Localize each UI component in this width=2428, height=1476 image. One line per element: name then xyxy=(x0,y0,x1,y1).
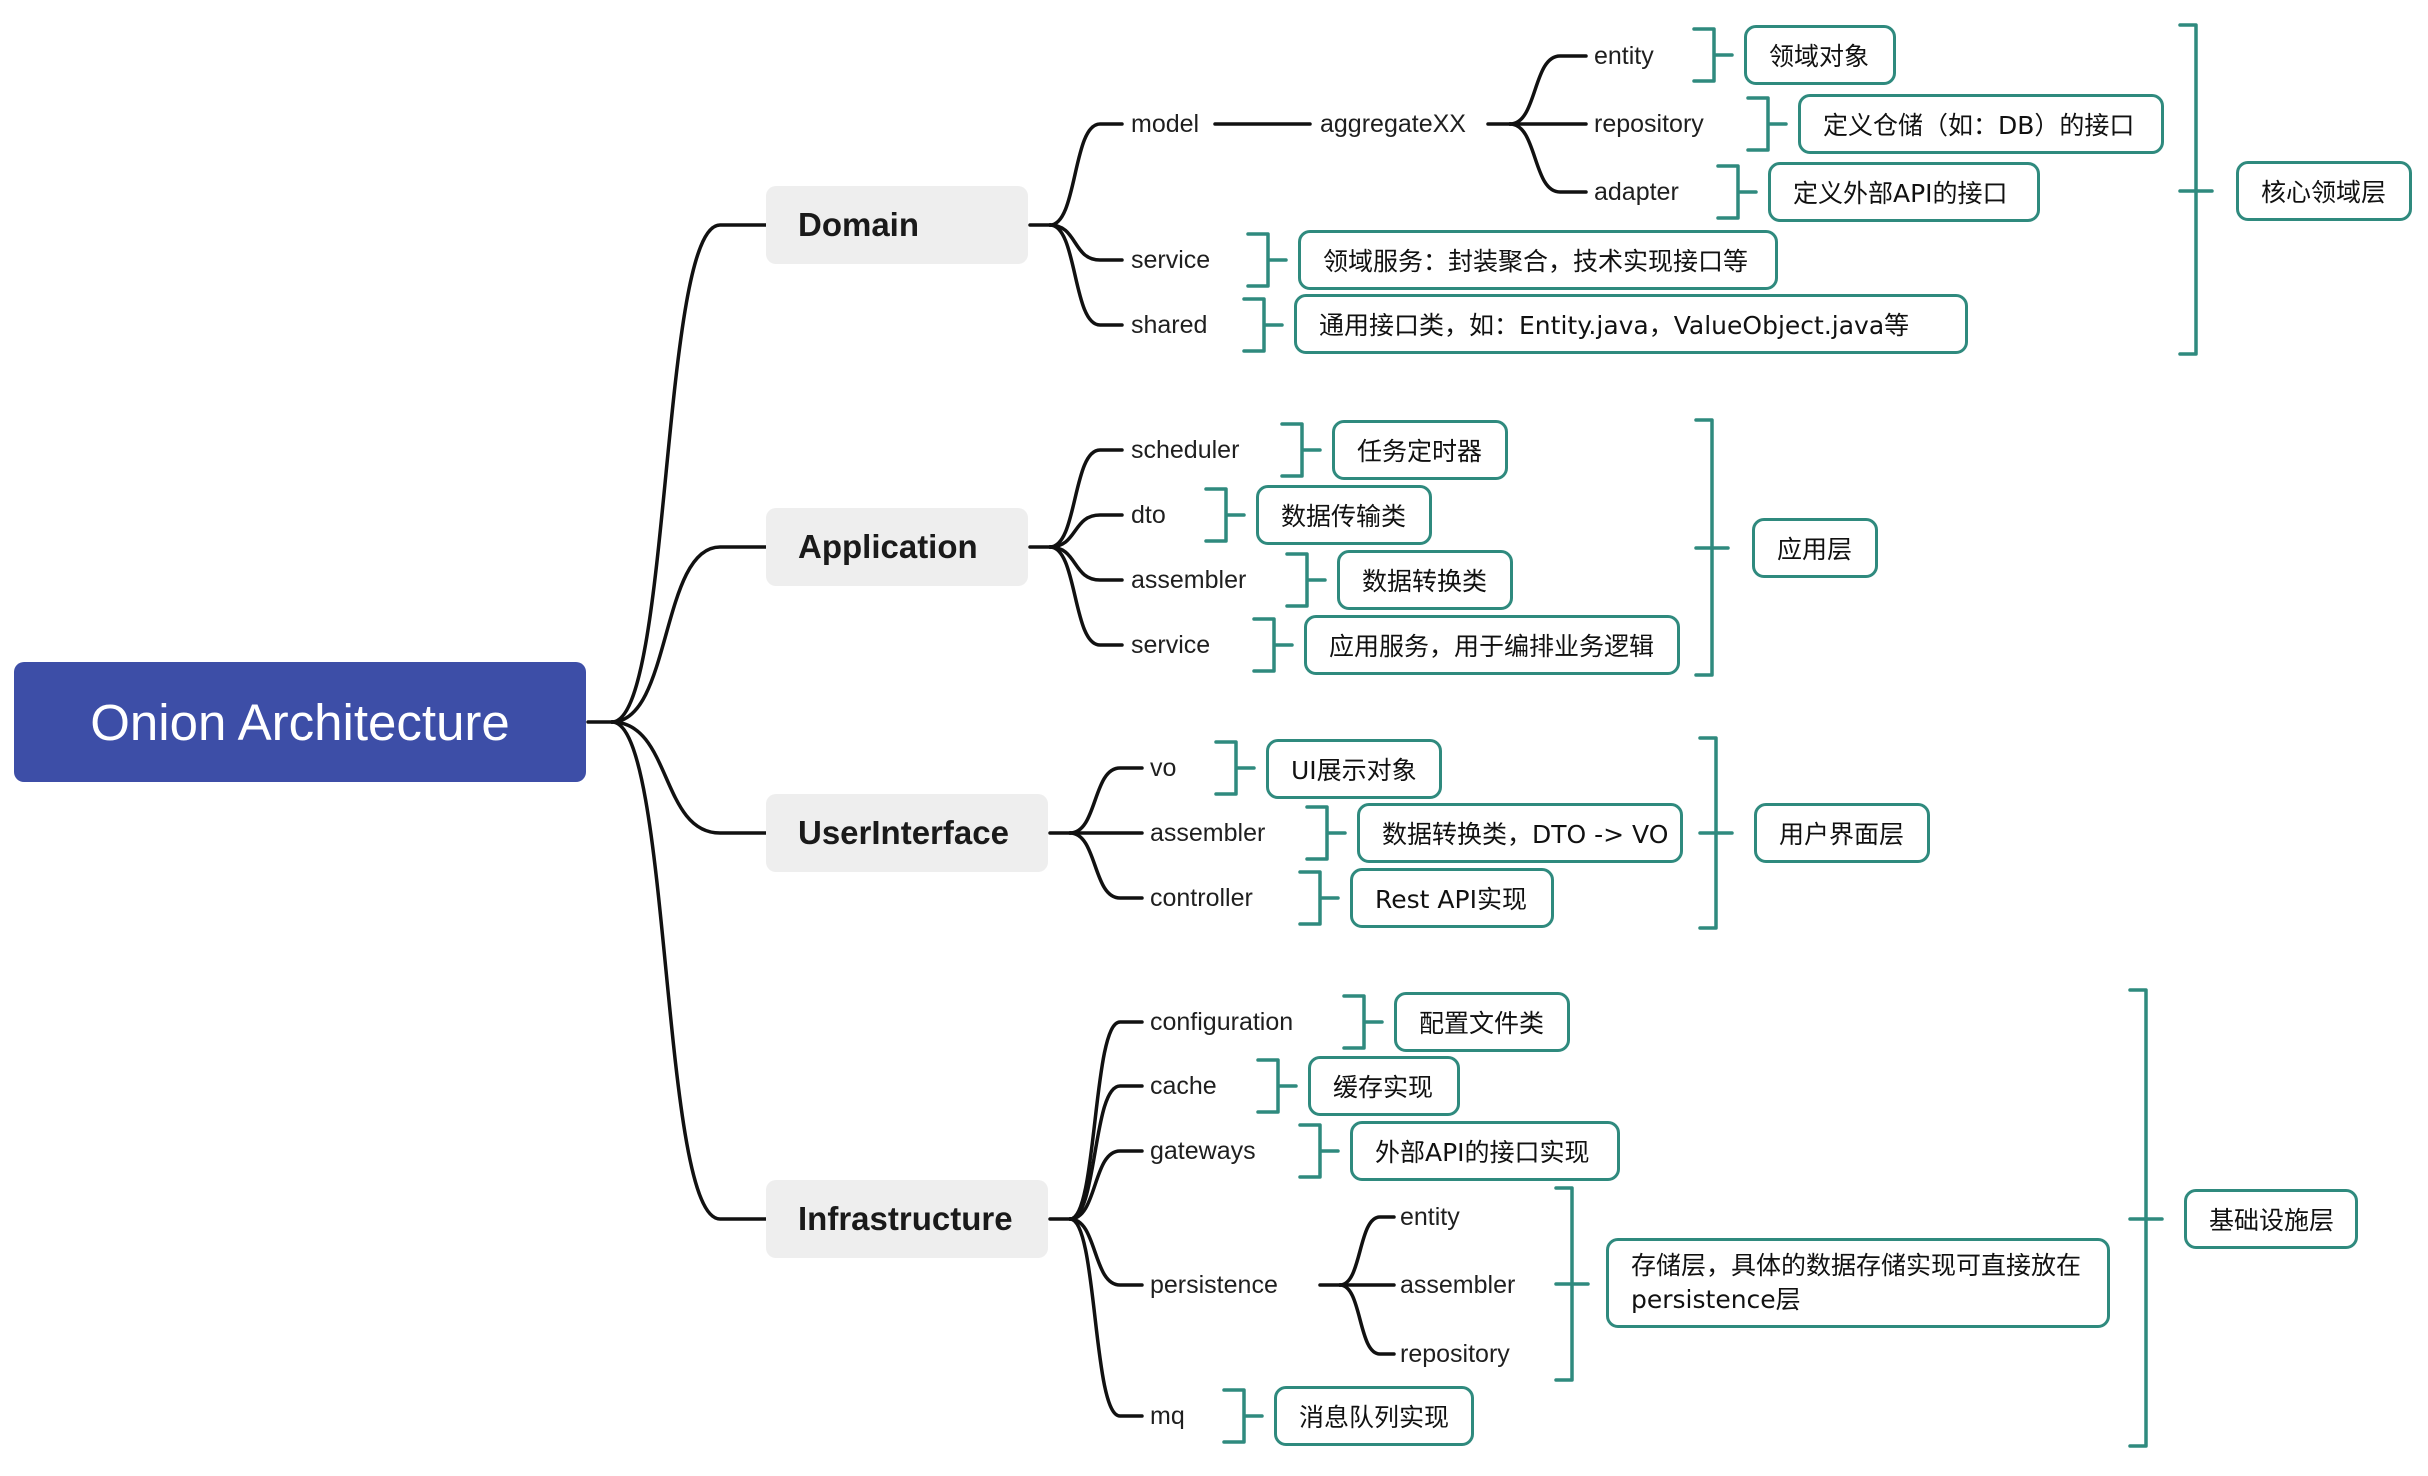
leaf-ui-assembler[interactable]: assembler xyxy=(1150,818,1266,847)
line-root-application xyxy=(610,545,768,724)
leaf-cache[interactable]: cache xyxy=(1150,1071,1217,1100)
brace-app-service xyxy=(1252,617,1294,673)
leaf-dto[interactable]: dto xyxy=(1131,500,1166,529)
leaf-gateways[interactable]: gateways xyxy=(1150,1136,1256,1165)
note-dto: 数据传输类 xyxy=(1256,485,1432,545)
bracket-infra-layer xyxy=(2128,988,2164,1448)
brace-app-scheduler xyxy=(1280,422,1322,478)
leaf-configuration[interactable]: configuration xyxy=(1150,1007,1294,1036)
note-persistence: 存储层，具体的数据存储实现可直接放在persistence层 xyxy=(1606,1238,2110,1328)
brace-domain-repository xyxy=(1746,96,1788,152)
note-gateways: 外部API的接口实现 xyxy=(1350,1121,1620,1181)
line-infra-mq xyxy=(1068,1217,1144,1418)
leaf-model[interactable]: model xyxy=(1131,109,1200,138)
line-infra-configuration xyxy=(1068,1020,1144,1221)
leaf-persistence-assembler[interactable]: assembler xyxy=(1400,1270,1516,1299)
note-domain-repository: 定义仓储（如：DB）的接口 xyxy=(1798,94,2164,154)
line-app-service xyxy=(1048,545,1124,647)
brace-domain-shared xyxy=(1242,297,1284,353)
bracket-application-layer xyxy=(1694,418,1730,677)
layer-label-domain: 核心领域层 xyxy=(2236,161,2412,221)
leaf-persistence-repository[interactable]: repository xyxy=(1400,1339,1510,1368)
line-root-userinterface xyxy=(610,720,768,835)
brace-infra-gateways xyxy=(1298,1123,1340,1179)
layer-label-ui: 用户界面层 xyxy=(1754,803,1930,863)
line-ui-vo xyxy=(1068,766,1144,835)
note-configuration: 配置文件类 xyxy=(1394,992,1570,1052)
brace-infra-configuration xyxy=(1342,994,1384,1050)
leaf-domain-shared[interactable]: shared xyxy=(1131,310,1208,339)
line-persistence-repository xyxy=(1338,1283,1396,1356)
layer-label-application: 应用层 xyxy=(1752,518,1878,578)
leaf-mq[interactable]: mq xyxy=(1150,1401,1185,1430)
brace-domain-entity xyxy=(1692,27,1734,83)
line-root-domain xyxy=(610,223,768,724)
note-domain-adapter: 定义外部API的接口 xyxy=(1768,162,2040,222)
note-mq: 消息队列实现 xyxy=(1274,1386,1474,1446)
note-scheduler: 任务定时器 xyxy=(1332,420,1508,480)
brace-app-assembler xyxy=(1285,552,1327,608)
bracket-domain-layer xyxy=(2178,23,2214,356)
note-cache: 缓存实现 xyxy=(1308,1056,1460,1116)
line-infra-persistence xyxy=(1068,1217,1144,1287)
branch-application[interactable]: Application xyxy=(766,508,1028,586)
note-domain-entity: 领域对象 xyxy=(1744,25,1896,85)
brace-app-dto xyxy=(1204,487,1246,543)
note-app-service: 应用服务，用于编排业务逻辑 xyxy=(1304,615,1680,675)
root-topic[interactable]: Onion Architecture xyxy=(14,662,586,782)
line-app-scheduler xyxy=(1048,448,1124,549)
layer-label-infrastructure: 基础设施层 xyxy=(2184,1189,2358,1249)
branch-userinterface[interactable]: UserInterface xyxy=(766,794,1048,872)
leaf-app-service[interactable]: service xyxy=(1131,630,1211,659)
bracket-ui-layer xyxy=(1698,736,1734,930)
branch-domain[interactable]: Domain xyxy=(766,186,1028,264)
line-app-dto xyxy=(1048,513,1124,549)
leaf-domain-entity[interactable]: entity xyxy=(1594,41,1654,70)
note-domain-service: 领域服务：封装聚合，技术实现接口等 xyxy=(1298,230,1778,290)
leaf-app-assembler[interactable]: assembler xyxy=(1131,565,1247,594)
leaf-domain-service[interactable]: service xyxy=(1131,245,1211,274)
brace-ui-controller xyxy=(1298,870,1340,926)
brace-ui-assembler xyxy=(1305,805,1347,861)
leaf-controller[interactable]: controller xyxy=(1150,883,1253,912)
leaf-domain-adapter[interactable]: adapter xyxy=(1594,177,1679,206)
note-ui-assembler: 数据转换类，DTO -> VO xyxy=(1357,803,1683,863)
line-aggregate-entity xyxy=(1508,54,1588,126)
line-domain-shared xyxy=(1048,223,1124,327)
brace-infra-cache xyxy=(1256,1058,1298,1114)
leaf-vo[interactable]: vo xyxy=(1150,753,1177,782)
branch-infrastructure[interactable]: Infrastructure xyxy=(766,1180,1048,1258)
leaf-persistence-entity[interactable]: entity xyxy=(1400,1202,1460,1231)
leaf-scheduler[interactable]: scheduler xyxy=(1131,435,1240,464)
line-infra-gateways xyxy=(1068,1149,1144,1221)
note-domain-shared: 通用接口类，如：Entity.java，ValueObject.java等 xyxy=(1294,294,1968,354)
note-vo: UI展示对象 xyxy=(1266,739,1442,799)
leaf-persistence[interactable]: persistence xyxy=(1150,1270,1278,1299)
brace-ui-vo xyxy=(1214,740,1256,796)
note-app-assembler: 数据转换类 xyxy=(1337,550,1513,610)
note-controller: Rest API实现 xyxy=(1350,868,1554,928)
line-aggregate-adapter xyxy=(1508,122,1588,194)
line-domain-model xyxy=(1048,122,1124,227)
brace-domain-adapter xyxy=(1716,164,1758,220)
line-ui-controller xyxy=(1068,831,1144,900)
leaf-domain-repository[interactable]: repository xyxy=(1594,109,1704,138)
bracket-persistence xyxy=(1554,1186,1590,1382)
line-persistence-entity xyxy=(1338,1215,1396,1287)
brace-infra-mq xyxy=(1222,1388,1264,1444)
line-root-infrastructure xyxy=(610,720,768,1221)
leaf-aggregate[interactable]: aggregateXX xyxy=(1320,109,1466,138)
brace-domain-service xyxy=(1246,232,1288,288)
line-infra-cache xyxy=(1068,1084,1144,1221)
